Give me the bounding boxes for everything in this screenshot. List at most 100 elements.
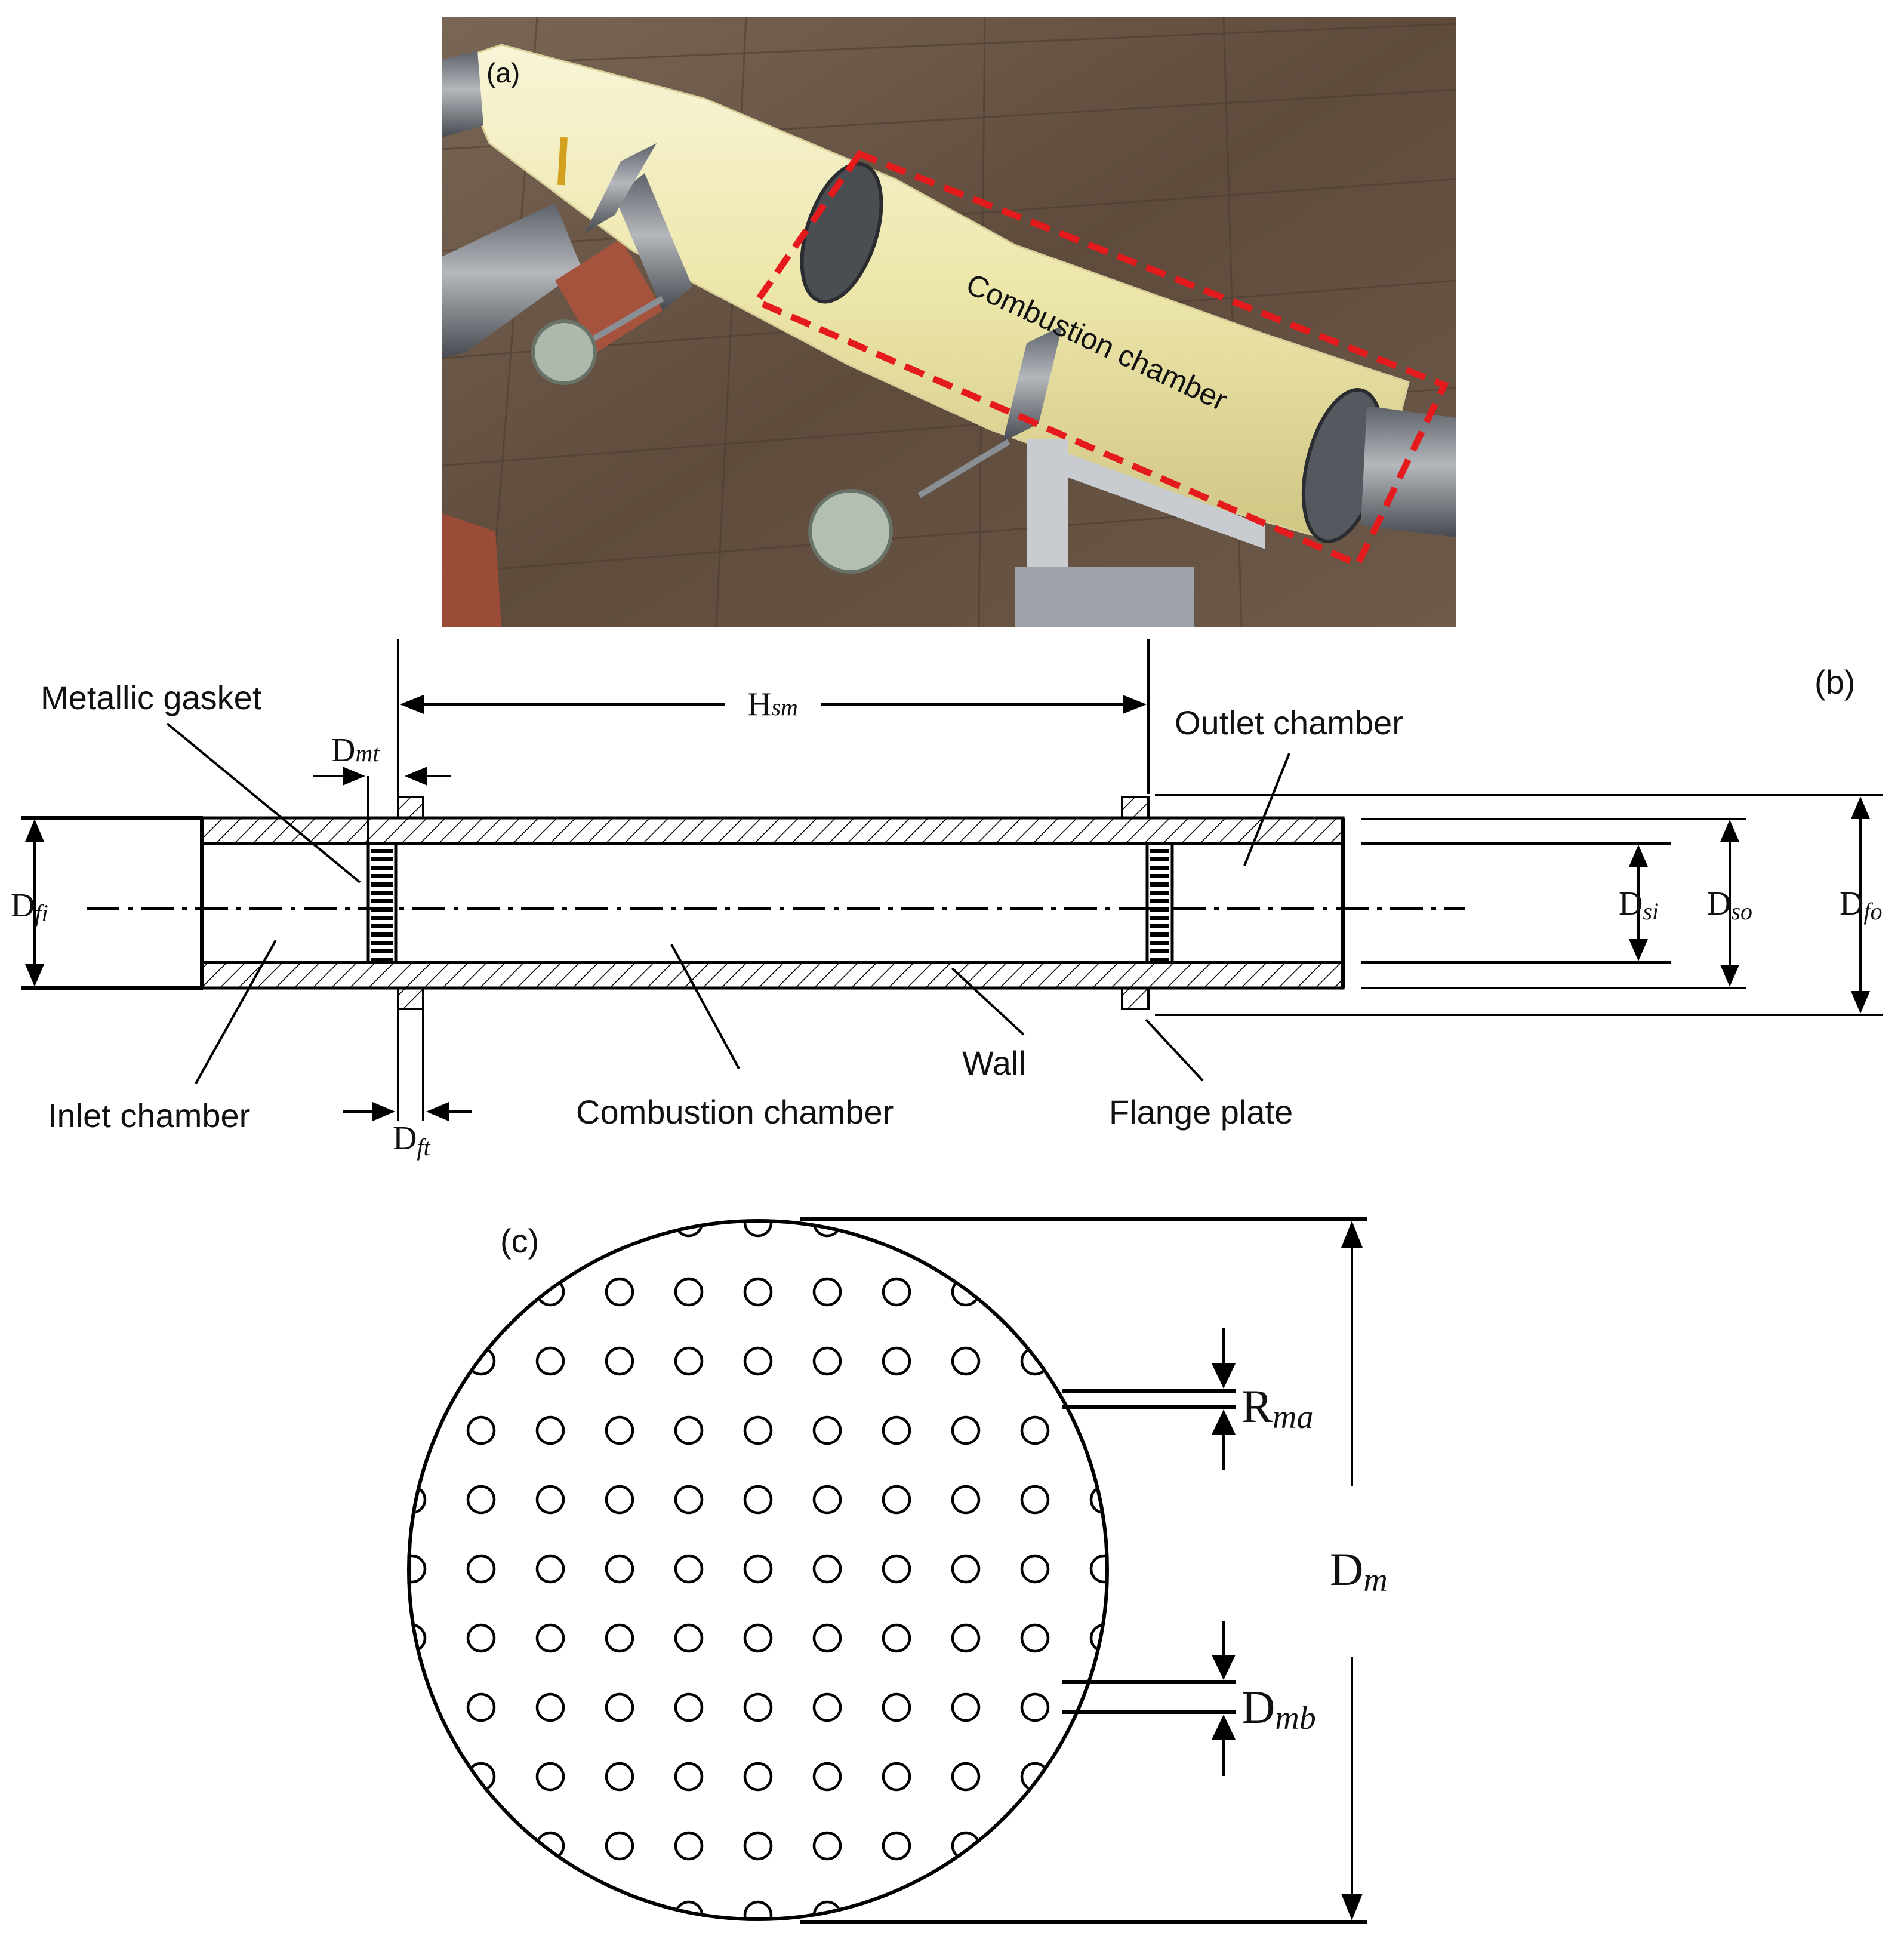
- pipe-right-end: [1361, 406, 1456, 537]
- side-cylinder: [442, 203, 582, 358]
- dim-dmb-arrows: [1212, 1621, 1236, 1776]
- plate-hole: [882, 1485, 911, 1515]
- panel-b-letter: (b): [1814, 663, 1855, 701]
- gasket-stripe: [371, 949, 393, 953]
- plate-hole: [812, 1623, 842, 1653]
- dim-hsm-arrow: [400, 695, 1147, 714]
- plate-hole: [951, 1762, 981, 1792]
- plate-hole: [882, 1277, 911, 1307]
- leader-outlet-chamber: [1243, 753, 1290, 866]
- flange-left: [800, 162, 883, 304]
- plate-hole: [674, 1277, 704, 1307]
- plate-hole: [674, 1623, 704, 1653]
- plate-hole: [535, 1692, 565, 1722]
- plate-hole: [743, 1623, 773, 1653]
- plate-hole: [466, 1623, 496, 1653]
- leader-combustion-chamber: [670, 944, 740, 1069]
- leader-flange-plate: [1145, 1018, 1204, 1082]
- plate-hole: [1020, 1692, 1050, 1722]
- plate-holes: [411, 1223, 1105, 1917]
- plate-hole: [743, 1554, 773, 1584]
- plate-hole: [605, 1692, 634, 1722]
- plate-hole: [812, 1831, 842, 1861]
- plate-hole: [743, 1346, 773, 1376]
- plate-hole: [743, 1762, 773, 1792]
- label-flange-plate: Flange plate: [1109, 1093, 1293, 1131]
- plate-hole: [882, 1831, 911, 1861]
- flange-plate-right-bottom: [1121, 987, 1150, 1010]
- panel-a-letter: (a): [486, 57, 520, 88]
- tube-wall-bottom: [200, 961, 1345, 990]
- leader-wall: [951, 967, 1025, 1036]
- combustion-chamber-highlight-box: [751, 150, 1449, 569]
- plate-hole: [605, 1277, 634, 1307]
- plate-hole: [1020, 1415, 1050, 1445]
- plate-hole: [411, 1554, 427, 1584]
- gasket-stripe: [1150, 874, 1169, 878]
- dim-rma-arrows: [1212, 1328, 1236, 1470]
- red-brick-2: [442, 513, 501, 627]
- dim-dm-arrow: [1341, 1221, 1363, 1920]
- probe-2: [808, 325, 1062, 574]
- gasket-stripe: [371, 882, 393, 887]
- plate-hole: [535, 1623, 565, 1653]
- plate-hole: [882, 1554, 911, 1584]
- dim-dso-arrow: [1720, 820, 1739, 987]
- label-inlet-chamber: Inlet chamber: [48, 1097, 250, 1134]
- plate-hole: [951, 1485, 981, 1515]
- gasket-stripe: [371, 916, 393, 920]
- gasket-stripe: [371, 849, 393, 853]
- plate-hole: [605, 1485, 634, 1515]
- symbol-dfo: Dfo: [1840, 885, 1883, 925]
- gasket-stripe: [1150, 916, 1169, 920]
- label-wall: Wall: [962, 1044, 1026, 1082]
- plate-hole: [535, 1346, 565, 1376]
- plate-hole: [743, 1831, 773, 1861]
- plate-hole: [605, 1762, 634, 1792]
- red-brick: [555, 239, 663, 352]
- plate-hole: [674, 1415, 704, 1445]
- gasket-stripe: [371, 874, 393, 878]
- plate-hole: [605, 1831, 634, 1861]
- gasket-stripe: [371, 899, 393, 903]
- plate-hole: [882, 1762, 911, 1792]
- gasket-stripe: [371, 932, 393, 937]
- gasket-stripe: [371, 941, 393, 945]
- plate-hole: [466, 1692, 496, 1722]
- symbol-dfi: Dfi: [11, 887, 48, 927]
- plate-hole: [466, 1554, 496, 1584]
- flange-plate-left-bottom: [397, 987, 424, 1010]
- probe-1: [531, 173, 692, 385]
- leader-metallic-gasket: [166, 722, 361, 884]
- plate-hole: [882, 1415, 911, 1445]
- plate-hole: [535, 1762, 565, 1792]
- plate-hole: [743, 1415, 773, 1445]
- plate-hole: [535, 1415, 565, 1445]
- plate-hole: [411, 1485, 427, 1515]
- symbol-dmt: Dmt: [331, 732, 380, 769]
- gasket-stripe: [1150, 932, 1169, 937]
- panel-c-letter: (c): [500, 1222, 539, 1260]
- panel-c-plate: (c) Dm Rma Dmb: [407, 1217, 1388, 1924]
- gasket-stripes: [371, 849, 1169, 962]
- plate-hole: [674, 1831, 704, 1861]
- gasket-stripe: [1150, 941, 1169, 945]
- plate-hole: [882, 1623, 911, 1653]
- gasket-stripe: [1150, 882, 1169, 887]
- symbol-dsi: Dsi: [1619, 885, 1659, 925]
- gasket-stripe: [371, 866, 393, 870]
- gasket-stripe: [1150, 866, 1169, 870]
- plate-hole: [812, 1346, 842, 1376]
- plate-hole: [951, 1346, 981, 1376]
- plate-hole: [605, 1415, 634, 1445]
- plate-hole: [1089, 1623, 1105, 1653]
- tube-wall-top: [200, 816, 1345, 845]
- gasket-stripe: [1150, 949, 1169, 953]
- plate-hole: [411, 1623, 427, 1653]
- plate-hole: [1089, 1554, 1105, 1584]
- symbol-dft: Dft: [393, 1120, 431, 1161]
- symbol-rma: Rma: [1241, 1380, 1313, 1436]
- plate-hole: [743, 1692, 773, 1722]
- gasket-stripe: [371, 891, 393, 895]
